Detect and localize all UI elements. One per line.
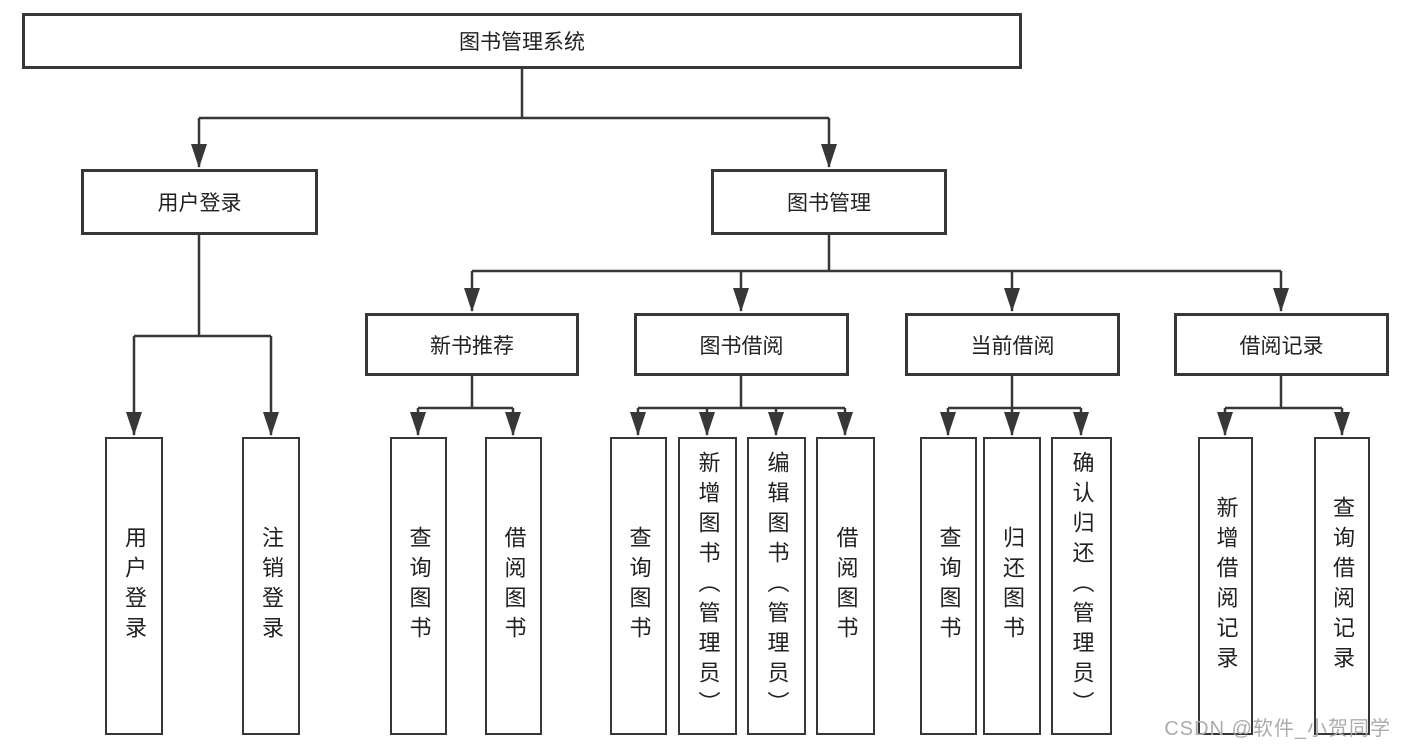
leaf-add-borrow-record: 新增借阅记录 xyxy=(1198,437,1253,735)
node-book-borrowing: 图书借阅 xyxy=(634,313,849,376)
leaf-query-books-current-label: 查询图书 xyxy=(936,526,962,646)
node-book-management: 图书管理 xyxy=(711,169,947,235)
node-root-system: 图书管理系统 xyxy=(22,13,1022,69)
node-book-borrowing-label: 图书借阅 xyxy=(699,334,784,358)
connector-new-book-recommend-children xyxy=(410,376,521,436)
node-user-login: 用户登录 xyxy=(81,169,318,235)
leaf-query-books-recommend: 查询图书 xyxy=(390,437,447,735)
leaf-user-login: 用户登录 xyxy=(105,437,163,735)
leaf-confirm-return-admin: 确认归还（管理员） xyxy=(1051,437,1112,735)
leaf-query-books-recommend-label: 查询图书 xyxy=(406,526,432,646)
leaf-borrow-books-recommend-label: 借阅图书 xyxy=(501,526,527,646)
leaf-edit-books-admin-label: 编辑图书（管理员） xyxy=(764,451,790,721)
leaf-return-books-label: 归还图书 xyxy=(1000,526,1025,646)
csdn-watermark: CSDN @软件_小贺同学 xyxy=(1164,718,1391,740)
leaf-logout: 注销登录 xyxy=(242,437,300,735)
leaf-edit-books-admin: 编辑图书（管理员） xyxy=(747,437,806,735)
leaf-borrow-books-recommend: 借阅图书 xyxy=(485,437,542,735)
connector-user-login-children xyxy=(126,235,279,436)
leaf-user-login-label: 用户登录 xyxy=(122,526,147,646)
leaf-confirm-return-admin-label: 确认归还（管理员） xyxy=(1069,451,1095,721)
leaf-return-books: 归还图书 xyxy=(983,437,1041,735)
node-current-borrowing-label: 当前借阅 xyxy=(970,334,1055,358)
node-new-book-recommend-label: 新书推荐 xyxy=(430,334,514,358)
leaf-query-books-borrowing: 查询图书 xyxy=(610,437,667,735)
leaf-query-borrow-record-label: 查询借阅记录 xyxy=(1330,496,1355,676)
leaf-add-books-admin-label: 新增图书（管理员） xyxy=(695,451,721,721)
node-new-book-recommend: 新书推荐 xyxy=(365,313,579,376)
leaf-add-borrow-record-label: 新增借阅记录 xyxy=(1213,496,1239,676)
node-borrow-records: 借阅记录 xyxy=(1174,313,1389,376)
leaf-borrow-books-borrowing: 借阅图书 xyxy=(816,437,875,735)
leaf-query-books-current: 查询图书 xyxy=(920,437,977,735)
connector-book-management-children xyxy=(464,235,1289,312)
connector-root-to-level2 xyxy=(191,69,837,168)
leaf-query-borrow-record: 查询借阅记录 xyxy=(1314,437,1370,735)
leaf-borrow-books-borrowing-label: 借阅图书 xyxy=(833,526,859,646)
connector-current-borrowing-children xyxy=(940,376,1089,436)
connector-borrow-records-children xyxy=(1217,376,1350,436)
leaf-logout-label: 注销登录 xyxy=(259,526,284,646)
node-root-system-label: 图书管理系统 xyxy=(459,31,585,54)
node-user-login-label: 用户登录 xyxy=(157,192,242,215)
node-book-management-label: 图书管理 xyxy=(787,192,871,215)
leaf-query-books-borrowing-label: 查询图书 xyxy=(626,526,652,646)
leaf-add-books-admin: 新增图书（管理员） xyxy=(678,437,737,735)
node-current-borrowing: 当前借阅 xyxy=(905,313,1120,376)
node-borrow-records-label: 借阅记录 xyxy=(1239,334,1324,358)
connector-book-borrowing-children xyxy=(630,376,853,436)
